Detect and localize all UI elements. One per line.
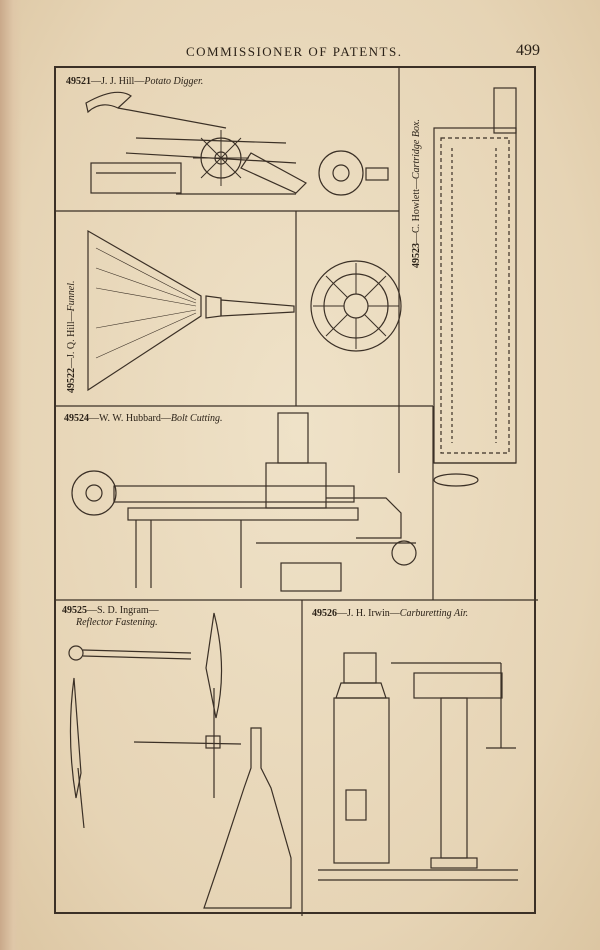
caption-49526-number: 49526 [312,608,337,619]
caption-49521-inventor: —J. J. Hill— [91,76,145,87]
caption-49521-number: 49521 [66,76,91,87]
caption-49526-subject: Carburetting Air. [399,608,469,619]
cartridge-box-drawing [433,87,517,487]
potato-digger-drawing [85,91,389,196]
caption-49523-number: 49523 [411,243,422,268]
page-left-edge [0,0,22,950]
page-number: 499 [516,42,540,59]
funnel-drawing [87,229,295,392]
caption-49525-inventor: —S. D. Ingram— [87,605,159,616]
caption-49526-inventor: —J. H. Irwin— [337,608,400,619]
caption-49522-number: 49522 [66,368,77,393]
caption-49521: 49521—J. J. Hill—Potato Digger. [66,76,203,87]
caption-49524-inventor: —W. W. Hubbard— [89,413,171,424]
caption-49522-subject: Funnel. [66,280,77,312]
plate-drawings [56,68,538,916]
caption-49525-number: 49525 [62,605,87,616]
caption-49523: 49523—C. Howlett—Cartridge Box. [411,119,422,268]
caption-49522-inventor: —J. Q. Hill— [66,311,77,368]
caption-49523-inventor: —C. Howlett— [411,179,422,243]
caption-49523-subject: Cartridge Box. [411,119,422,180]
patent-plate: 49521—J. J. Hill—Potato Digger. 49522—J.… [54,66,538,916]
header-title: COMMISSIONER OF PATENTS. [186,44,403,59]
page-header: COMMISSIONER OF PATENTS. 499 [56,42,540,62]
caption-49522: 49522—J. Q. Hill—Funnel. [66,281,77,394]
caption-49524-subject: Bolt Cutting. [170,413,223,424]
carburetting-air-drawing [318,652,518,881]
caption-49525-subject: Reflector Fastening. [76,617,158,628]
bolt-cutting-drawing [71,412,417,592]
caption-49525: 49525—S. D. Ingram— Reflector Fastening. [62,605,159,629]
caption-49524-number: 49524 [64,413,89,424]
wheel-drawing [310,260,402,352]
caption-49524: 49524—W. W. Hubbard—Bolt Cutting. [64,413,223,424]
caption-49526: 49526—J. H. Irwin—Carburetting Air. [312,608,468,619]
reflector-fastening-drawing [68,612,292,909]
caption-49521-subject: Potato Digger. [144,76,204,87]
